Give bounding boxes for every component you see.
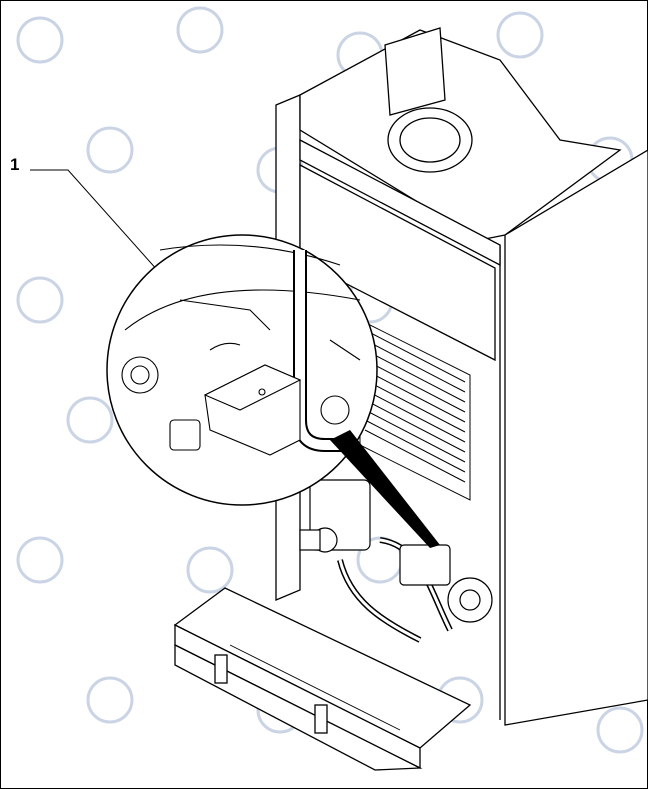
boiler-casing [275,27,648,726]
callout-label-1: 1 [10,155,20,174]
detail-magnifier [106,234,378,506]
control-box [173,587,472,771]
heat-exchanger [359,319,471,501]
gas-valve-assembly [299,479,493,643]
detail-pointer [330,430,440,548]
